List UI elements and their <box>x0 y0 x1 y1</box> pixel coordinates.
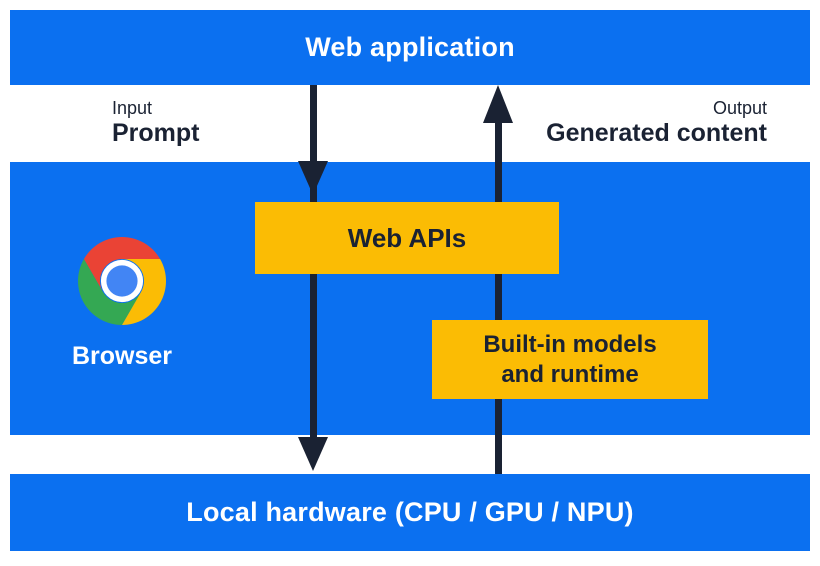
input-caption: Input <box>112 98 153 118</box>
output-up-arrowhead <box>483 85 513 123</box>
web-application-layer: Web application <box>10 10 810 85</box>
prompt-down-arrowhead-end <box>298 437 328 471</box>
input-value-label: Prompt <box>112 119 200 147</box>
web-apis-label: Web APIs <box>347 222 467 253</box>
local-hardware-layer: Local hardware (CPU / GPU / NPU) <box>10 474 810 551</box>
output-value-label: Generated content <box>546 119 767 147</box>
web-apis-box: Web APIs <box>255 202 559 274</box>
web-application-label: Web application <box>305 32 515 62</box>
output-annotation: Output Generated content <box>546 96 767 147</box>
output-caption: Output <box>712 98 767 118</box>
local-hardware-label: Local hardware (CPU / GPU / NPU) <box>186 497 634 527</box>
builtin-models-line1: Built-in models <box>483 330 657 358</box>
output-up-arrow-line <box>495 120 502 474</box>
input-annotation: Input Prompt <box>112 96 200 147</box>
builtin-models-line2: and runtime <box>501 360 639 388</box>
browser-label: Browser <box>71 342 173 370</box>
builtin-models-box: Built-in models and runtime <box>432 320 708 399</box>
chrome-icon <box>78 237 166 325</box>
prompt-down-arrowhead-mid <box>298 161 328 195</box>
